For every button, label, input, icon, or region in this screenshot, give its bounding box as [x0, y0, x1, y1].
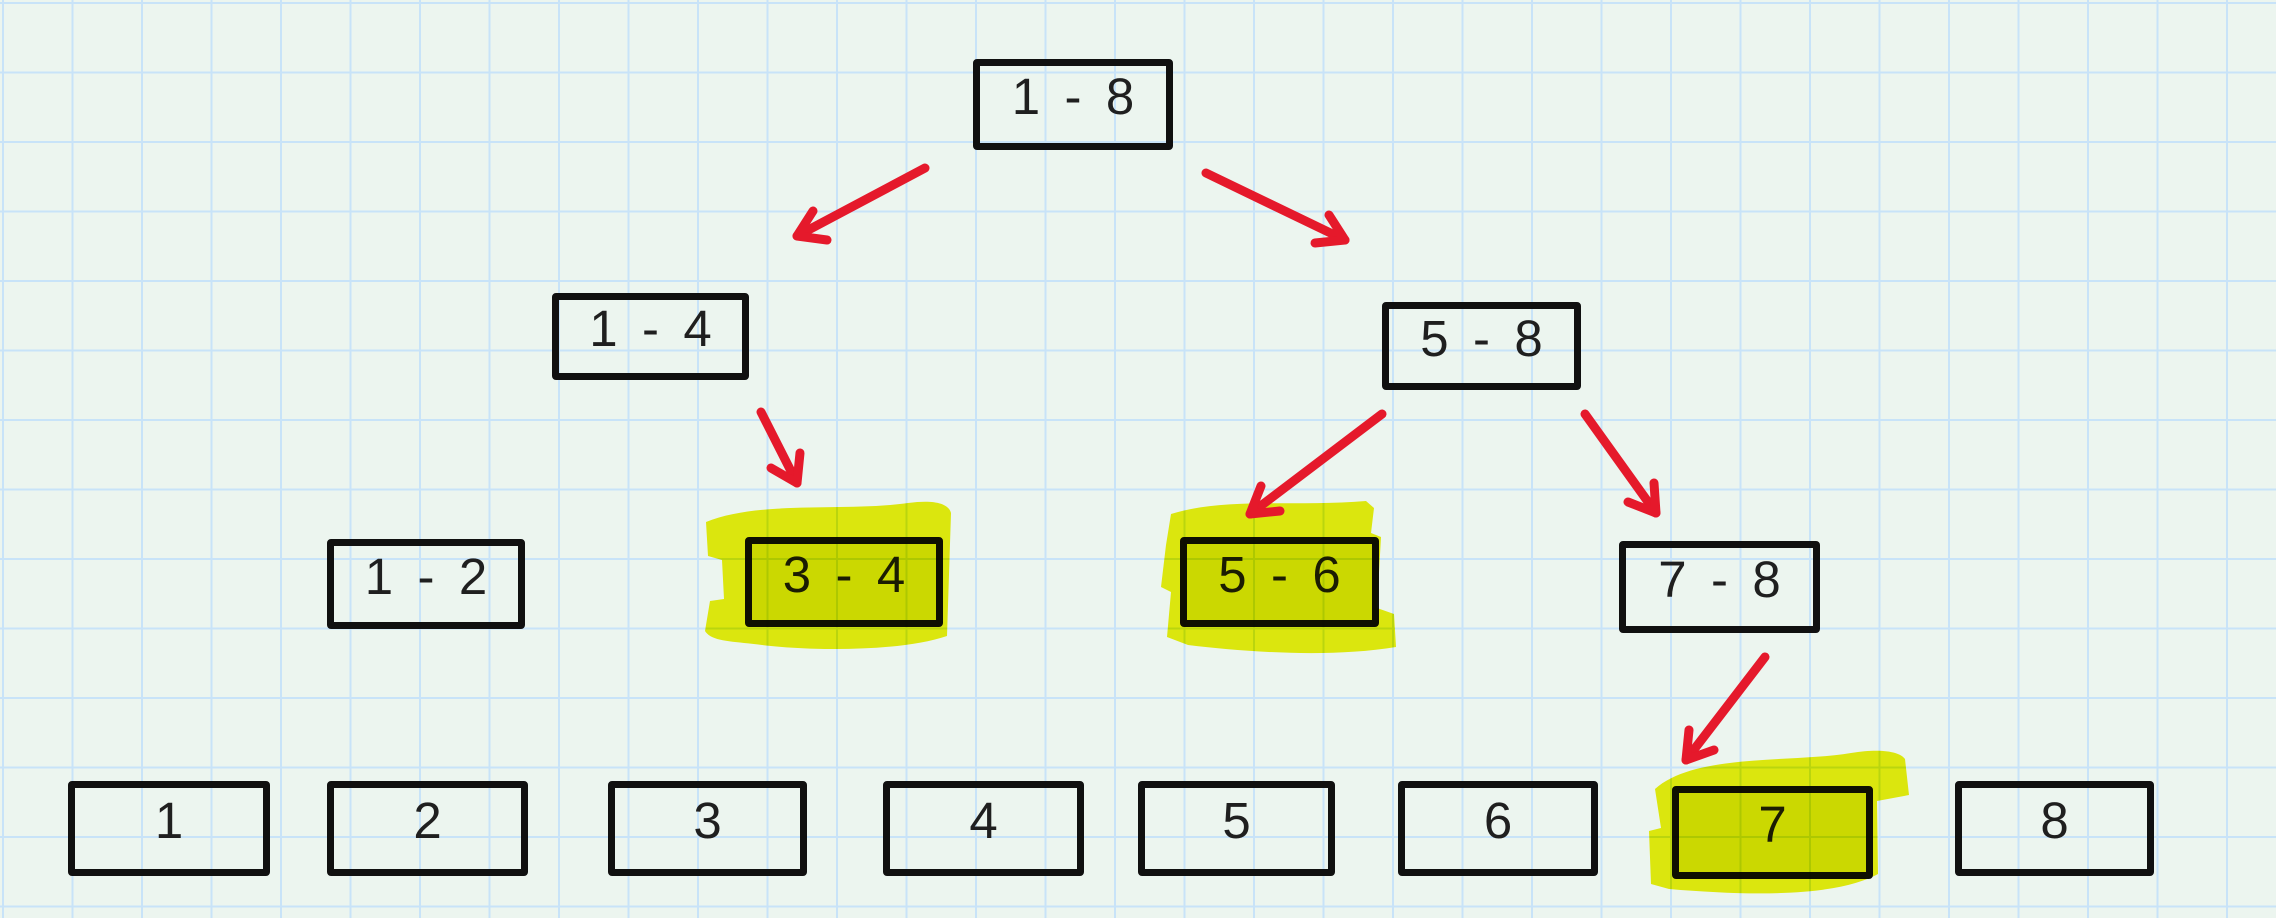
arrow-7-8-to-7[interactable]: [1681, 652, 1770, 765]
node-label: 1 - 2: [364, 547, 493, 605]
leaf-5[interactable]: 5: [1138, 781, 1335, 876]
node-label: 6: [1483, 792, 1518, 849]
arrow-1-8-to-1-4[interactable]: [792, 163, 930, 245]
node-label: 5 - 8: [1420, 309, 1548, 367]
arrow-5-8-to-5-6[interactable]: [1245, 409, 1387, 519]
leaf-2[interactable]: 2: [327, 781, 528, 876]
node-label: 5 - 6: [1218, 545, 1346, 603]
leaf-7[interactable]: 7: [1672, 786, 1873, 879]
node-label: 5: [1222, 792, 1256, 849]
arrow-1-8-to-5-8[interactable]: [1201, 168, 1350, 248]
leaf-1[interactable]: 1: [68, 781, 270, 876]
arrow-1-4-to-3-4[interactable]: [756, 407, 805, 488]
node-label: 3 - 4: [782, 545, 911, 603]
node-label: 4: [969, 792, 1003, 849]
leaf-4[interactable]: 4: [883, 781, 1084, 876]
leaf-8[interactable]: 8: [1955, 781, 2154, 876]
node-label: 7 - 8: [1658, 550, 1786, 608]
node-5-6[interactable]: 5 - 6: [1180, 537, 1379, 627]
node-label: 7: [1758, 796, 1792, 853]
node-label: 1 - 4: [589, 300, 717, 357]
node-label: 1: [154, 792, 189, 849]
node-1-4[interactable]: 1 - 4: [552, 293, 749, 380]
node-1-8[interactable]: 1 - 8: [973, 59, 1173, 150]
node-7-8[interactable]: 7 - 8: [1619, 541, 1820, 633]
node-3-4[interactable]: 3 - 4: [745, 537, 943, 627]
node-1-2[interactable]: 1 - 2: [327, 539, 525, 629]
node-label: 2: [413, 792, 447, 849]
node-label: 8: [2040, 792, 2074, 849]
leaf-6[interactable]: 6: [1398, 781, 1598, 876]
node-label: 3: [693, 792, 727, 849]
node-5-8[interactable]: 5 - 8: [1382, 302, 1581, 390]
node-label: 1 - 8: [1011, 68, 1140, 125]
arrow-5-8-to-7-8[interactable]: [1580, 409, 1661, 518]
leaf-3[interactable]: 3: [608, 781, 807, 876]
